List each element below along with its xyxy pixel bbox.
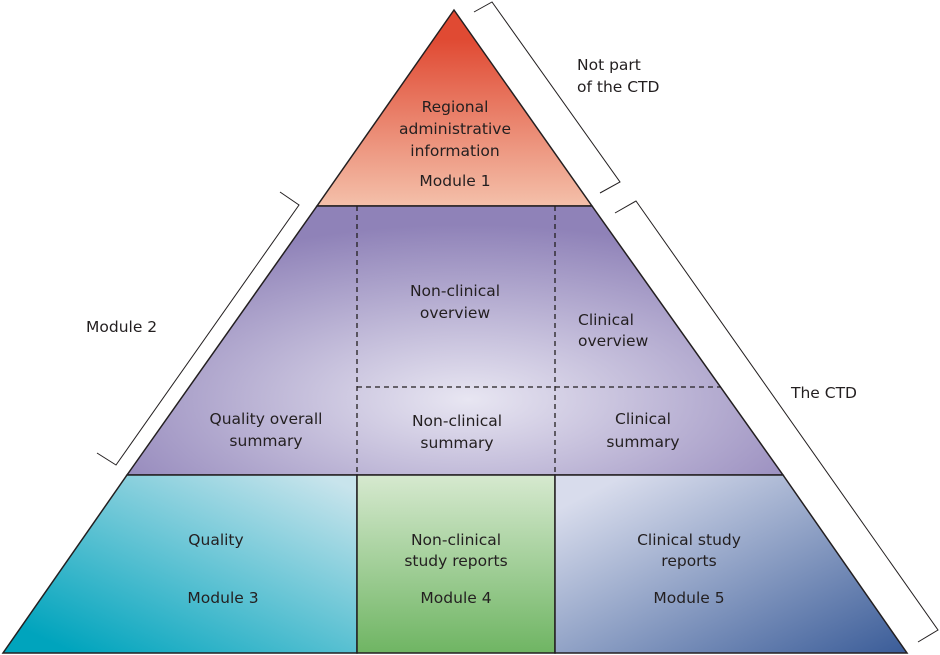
module4-line1: Non-clinical [411,531,501,549]
module4-line2: study reports [404,552,507,570]
module1-line3: information [410,142,499,160]
module3-label: Module 3 [187,589,258,607]
module1-line1: Regional [422,98,489,116]
nonclinical-overview-line1: Non-clinical [410,282,500,300]
clinical-summary-line1: Clinical [615,410,671,428]
module4-label: Module 4 [420,589,491,607]
module2-bracket-label: Module 2 [86,318,157,336]
module5-line1: Clinical study [637,531,741,549]
the-ctd-label: The CTD [790,384,857,402]
module1-label: Module 1 [419,172,490,190]
not-part-label-line1: Not part [577,56,641,74]
bracket-the-ctd [614,200,939,643]
clinical-summary-line2: summary [606,433,679,451]
nonclinical-overview-line2: overview [420,304,491,322]
clinical-overview-line2: overview [578,332,649,350]
module5-label: Module 5 [653,589,724,607]
module5-region [554,474,909,654]
bracket-not-part [473,1,621,194]
module4-region [356,474,556,654]
quality-overall-summary-line1: Quality overall [210,410,323,428]
module3-line1: Quality [188,531,243,549]
not-part-label-line2: of the CTD [577,78,660,96]
module3-region [1,474,358,654]
nonclinical-summary-line2: summary [420,434,493,452]
module1-line2: administrative [399,120,511,138]
quality-overall-summary-line2: summary [229,432,302,450]
bracket-module2 [96,191,300,466]
nonclinical-summary-line1: Non-clinical [412,412,502,430]
clinical-overview-line1: Clinical [578,311,634,329]
module5-line2: reports [661,552,716,570]
